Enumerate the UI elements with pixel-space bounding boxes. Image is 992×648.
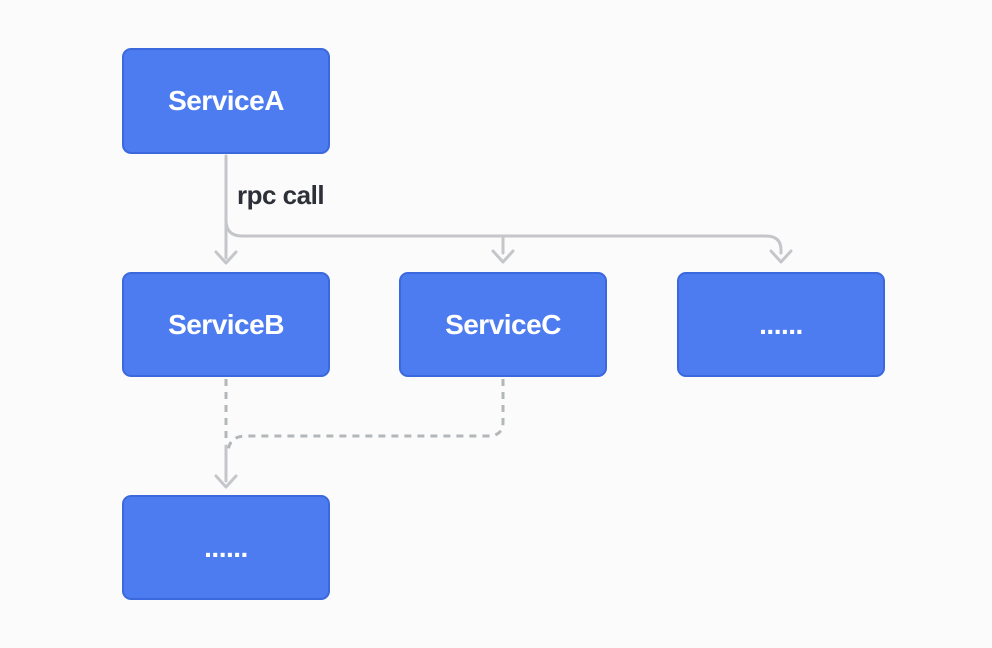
- node-service-c: ServiceC: [399, 272, 607, 377]
- arrowhead-more-services-icon: [769, 249, 793, 264]
- edge-servicec-downstream: [226, 379, 505, 453]
- node-more-services-label: ......: [759, 308, 803, 340]
- node-service-a-label: ServiceA: [168, 85, 284, 116]
- node-more-downstream-label: ......: [204, 531, 248, 563]
- node-service-c-label: ServiceC: [445, 308, 561, 340]
- node-service-b: ServiceB: [122, 272, 330, 377]
- edge-servicea-branch: [224, 218, 783, 255]
- edge-label-rpc-call: rpc call: [237, 180, 325, 210]
- node-service-b-label: ServiceB: [168, 308, 284, 340]
- node-more-downstream: ......: [122, 495, 330, 600]
- node-more-services: ......: [677, 272, 885, 377]
- arrowhead-serviceb-icon: [214, 250, 238, 265]
- node-service-a: ServiceA: [122, 48, 330, 154]
- arrowhead-downstream-icon: [214, 474, 238, 489]
- arrowhead-servicec-icon: [491, 249, 515, 264]
